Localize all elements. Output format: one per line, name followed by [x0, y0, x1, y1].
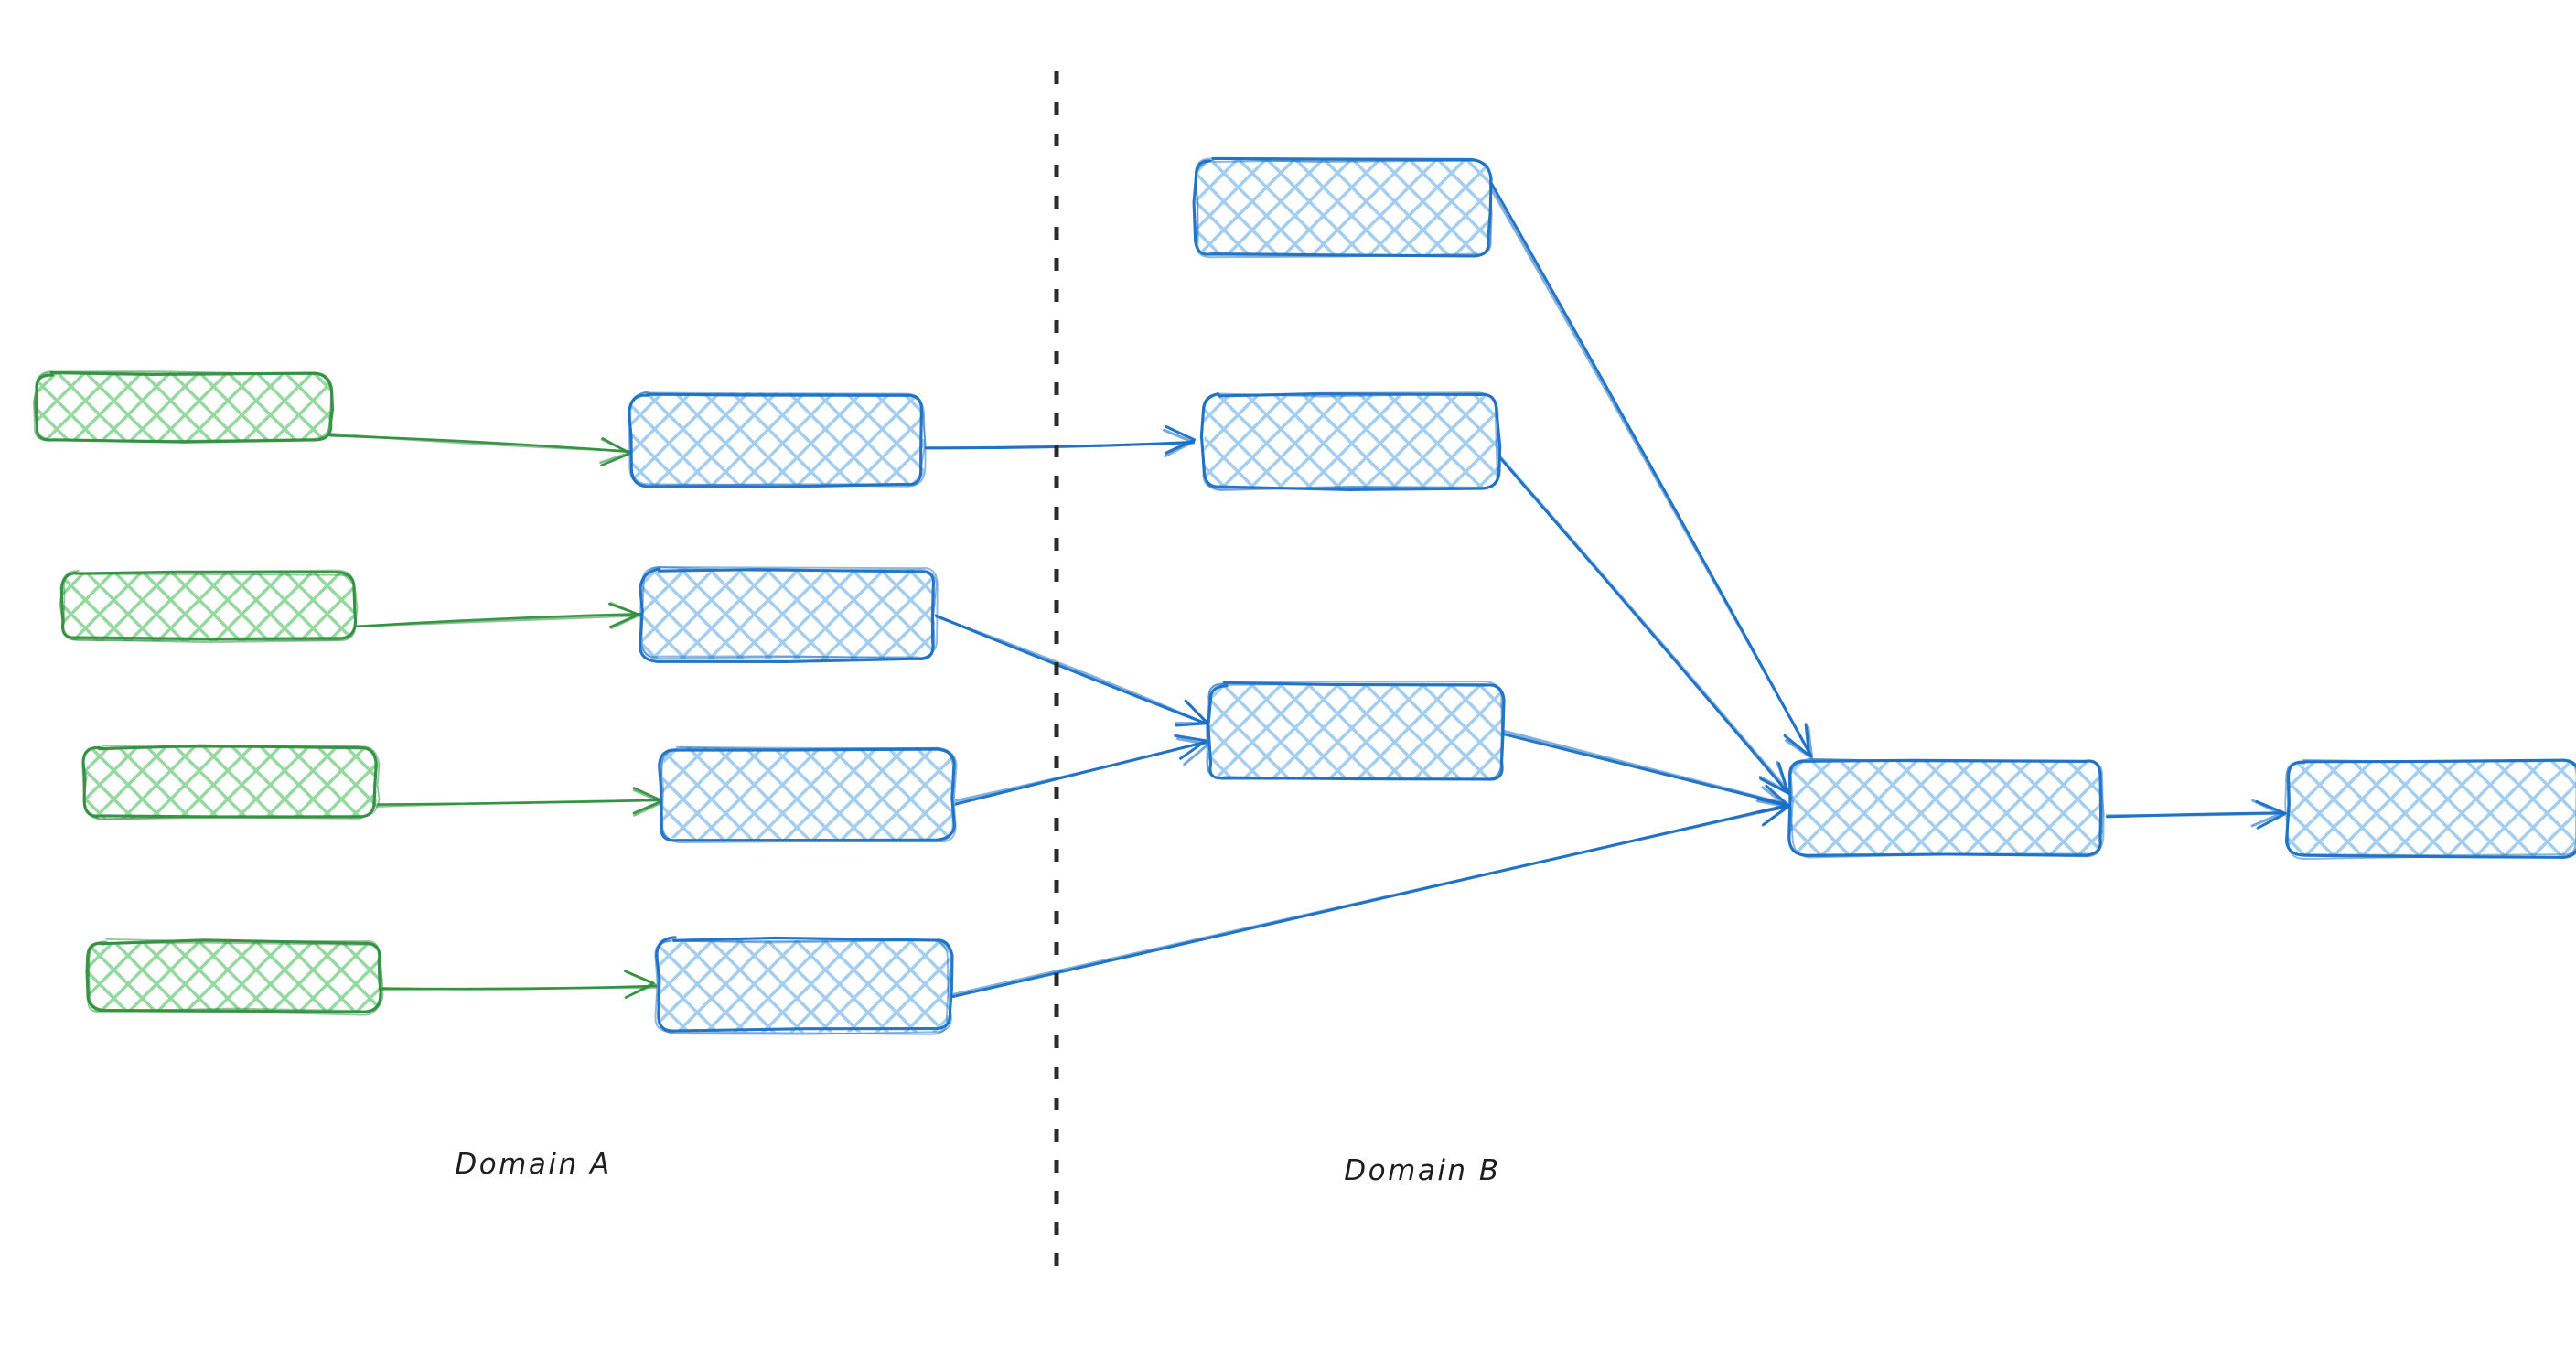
edge-layer [327, 182, 2287, 999]
edge-a2-to-b2 [352, 601, 642, 629]
edge-a1-to-b1 [327, 432, 632, 467]
node-a3[interactable] [81, 744, 381, 820]
node-final[interactable] [2284, 758, 2576, 860]
edge-a4-to-b4 [377, 970, 658, 999]
edge-b3-to-c3 [949, 734, 1210, 807]
node-c2[interactable] [1199, 391, 1502, 492]
edge-b2-to-c3 [933, 614, 1209, 727]
node-a1[interactable] [33, 370, 335, 444]
edge-b1-to-c2 [924, 425, 1197, 458]
node-b4[interactable] [654, 936, 954, 1035]
node-hub[interactable] [1787, 757, 2105, 859]
node-a2[interactable] [59, 569, 359, 644]
node-c3[interactable] [1205, 681, 1506, 781]
node-b1[interactable] [627, 391, 927, 488]
edge-b4-to-hub [950, 798, 1790, 999]
node-layer [33, 156, 2576, 1035]
edge-hub-to-final [2105, 799, 2287, 830]
node-c1[interactable] [1192, 156, 1493, 259]
edge-c1-to-hub [1487, 182, 1814, 760]
domain-label-a: Domain A [455, 1148, 612, 1181]
edge-a3-to-b3 [375, 787, 664, 817]
node-b3[interactable] [658, 745, 958, 844]
node-a4[interactable] [85, 938, 384, 1016]
edge-c2-to-hub [1498, 455, 1791, 795]
domain-label-b: Domain B [1344, 1154, 1501, 1187]
node-b2[interactable] [639, 566, 939, 663]
